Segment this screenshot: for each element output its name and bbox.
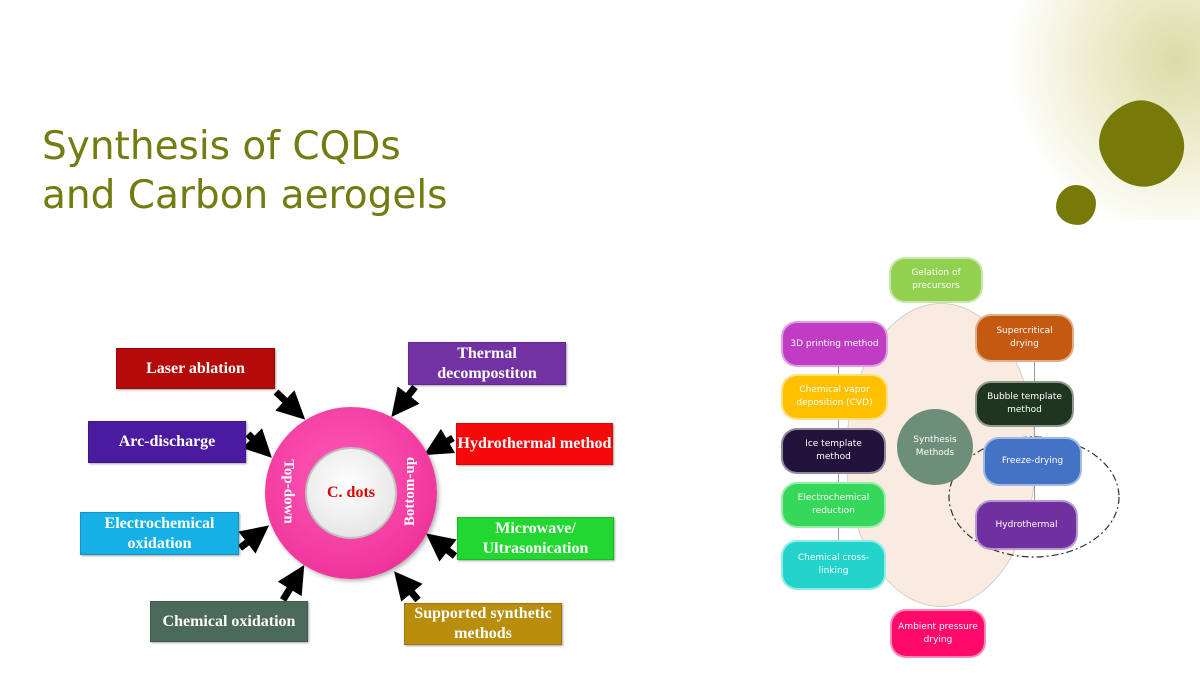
node-cvd: Chemical vapor deposition (CVD) [781, 374, 888, 420]
node-supercritical-drying: Supercritical drying [975, 314, 1074, 362]
arrow-arc [242, 428, 272, 458]
arrow-hydro [423, 428, 456, 456]
arrow-chemox [277, 565, 305, 602]
title-line-2: and Carbon aerogels [42, 173, 448, 218]
synthesis-methods-center: Synthesis Methods [897, 409, 973, 485]
decorative-glow [1010, 0, 1200, 220]
node-hydrothermal: Hydrothermal [975, 500, 1078, 550]
node-gelation: Gelation of precursors [889, 257, 983, 303]
node-ice-template: Ice template method [781, 428, 886, 474]
arrow-micro [425, 533, 458, 562]
arrow-electro [237, 525, 270, 554]
node-freeze-drying: Freeze-drying [983, 437, 1082, 486]
title-line-1: Synthesis of CQDs [42, 124, 401, 169]
method-laser-ablation: Laser ablation [116, 348, 275, 389]
method-hydrothermal: Hydrothermal method [456, 423, 613, 465]
node-ambient-pressure-drying: Ambient pressure drying [890, 609, 986, 658]
method-arc-discharge: Arc-discharge [88, 421, 246, 463]
node-3d-printing: 3D printing method [781, 321, 888, 367]
arrow-thermal [391, 384, 420, 417]
right-connector-line [1034, 360, 1035, 510]
method-microwave: Microwave/ Ultrasonication [457, 517, 614, 560]
method-supported-synthetic: Supported synthetic methods [404, 603, 562, 645]
node-electrochemical-reduction: Electrochemical reduction [781, 482, 886, 528]
cdots-center: C. dots [305, 447, 397, 539]
arrow-supported [394, 571, 423, 603]
method-electrochemical-oxidation: Electrochemical oxidation [80, 512, 239, 555]
node-bubble-template: Bubble template method [975, 381, 1074, 427]
node-chemical-cross-linking: Chemical cross-linking [781, 540, 886, 590]
slide-title: Synthesis of CQDs and Carbon aerogels [42, 122, 448, 220]
method-chemical-oxidation: Chemical oxidation [150, 601, 308, 642]
decorative-blob-small [1056, 185, 1096, 225]
method-thermal-decomposition: Thermal decompostiton [408, 342, 566, 385]
arrow-laser [273, 389, 306, 420]
